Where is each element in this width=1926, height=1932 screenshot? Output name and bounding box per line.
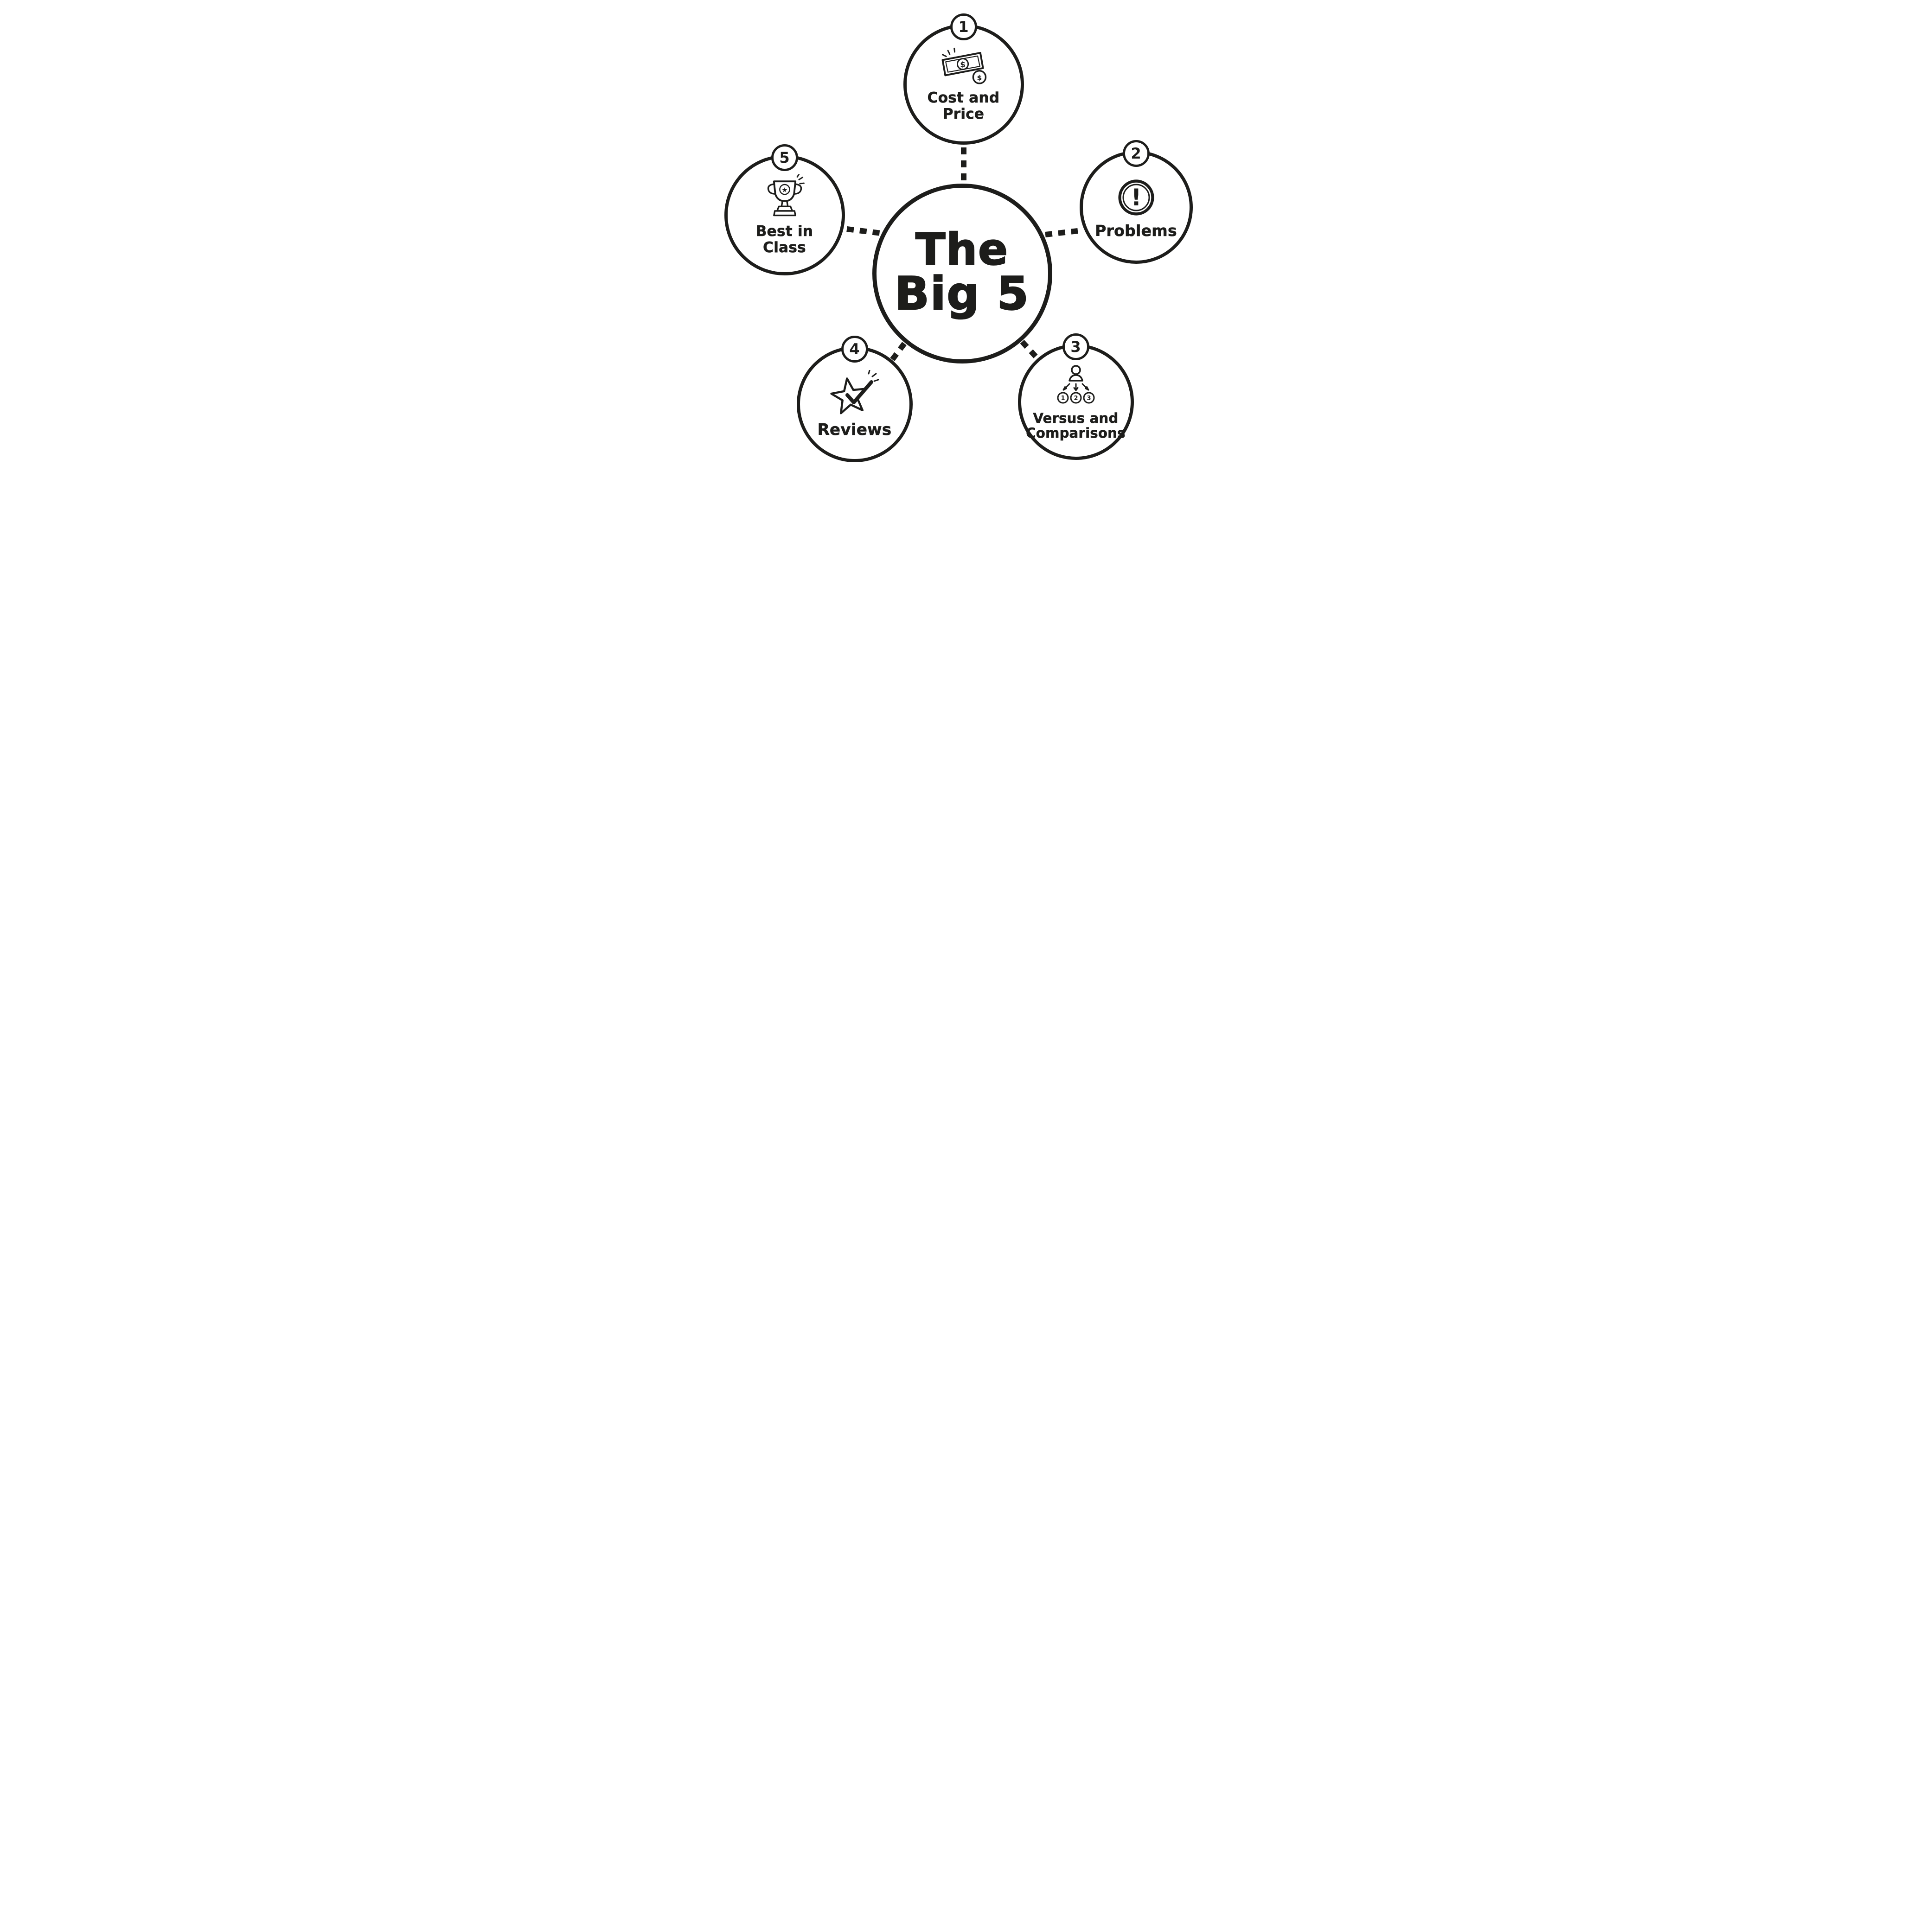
- dollar-sign-coin: $: [977, 74, 982, 82]
- connector-center-to-node-5: [846, 226, 882, 236]
- node-cost-and-price: 1 $ $ Cost and Price: [903, 13, 1024, 145]
- node-1-number-badge: 1: [950, 13, 977, 40]
- node-3-label: Versus and Comparisons: [1026, 410, 1126, 441]
- alert-icon: !: [1118, 179, 1154, 216]
- trophy-star-glyph: ★: [781, 187, 787, 194]
- trophy-icon: ★: [767, 174, 805, 217]
- node-2-number: 2: [1131, 145, 1141, 162]
- center-title-line2: Big 5: [894, 268, 1030, 321]
- node-versus-and-comparisons: 3 1 2 3 Versus and Comparisons: [1017, 333, 1134, 460]
- node-5-label: Best in Class: [755, 223, 813, 256]
- compare-number-3: 3: [1087, 395, 1091, 402]
- node-1-number: 1: [958, 18, 969, 36]
- compare-number-1: 1: [1061, 395, 1065, 402]
- node-reviews: 4 Reviews: [796, 336, 913, 462]
- diagram-canvas: The Big 5 1 $ $ Cost and Price 2 ! Probl…: [722, 0, 1204, 483]
- node-best-in-class: 5 ★ Best in Class: [724, 144, 845, 275]
- node-3-number: 3: [1070, 338, 1081, 356]
- money-icon: $ $: [941, 48, 986, 84]
- node-problems: 2 ! Problems: [1079, 140, 1193, 264]
- connector-center-to-node-4: [889, 342, 907, 362]
- node-5-number: 5: [779, 149, 790, 166]
- node-3-number-badge: 3: [1062, 333, 1089, 360]
- connector-lines: [846, 147, 1078, 362]
- center-node: The Big 5: [872, 184, 1052, 363]
- node-5-number-badge: 5: [771, 144, 798, 171]
- node-4-number-badge: 4: [841, 336, 868, 363]
- comparison-icon: 1 2 3: [1057, 364, 1094, 404]
- node-4-label: Reviews: [817, 420, 892, 439]
- node-2-number-badge: 2: [1122, 140, 1150, 167]
- compare-number-2: 2: [1074, 395, 1078, 402]
- node-4-number: 4: [849, 340, 860, 358]
- star-check-icon: [830, 370, 879, 414]
- dollar-sign-note: $: [960, 60, 965, 69]
- connector-center-to-node-2: [1044, 228, 1078, 237]
- exclamation-mark: !: [1131, 184, 1141, 211]
- node-1-label: Cost and Price: [927, 89, 1000, 122]
- connector-center-to-node-3: [1020, 339, 1040, 361]
- center-title-line1: The: [915, 224, 1009, 275]
- node-2-label: Problems: [1095, 221, 1177, 240]
